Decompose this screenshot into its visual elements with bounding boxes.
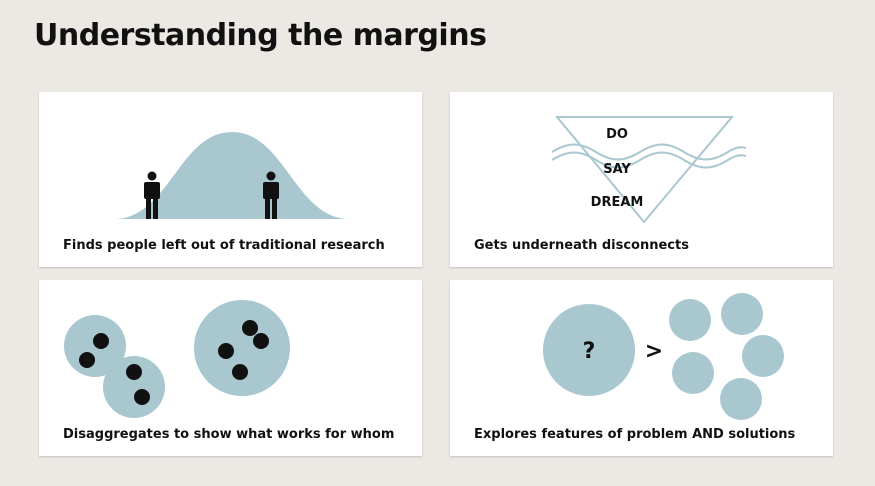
dot <box>218 343 234 359</box>
solution-circle <box>720 378 762 420</box>
inverted-triangle <box>554 116 735 224</box>
wave-line <box>551 143 747 161</box>
bell-curve-illustration <box>114 132 350 219</box>
dot <box>126 364 142 380</box>
dot <box>232 364 248 380</box>
triangle-illustration: DO SAY DREAM <box>551 116 747 224</box>
question-circle <box>543 304 635 396</box>
label-dream: DREAM <box>591 195 644 210</box>
card-caption: Disaggregates to show what works for who… <box>63 427 395 442</box>
card-caption: Gets underneath disconnects <box>474 238 689 253</box>
clusters-illustration <box>64 300 290 418</box>
dot <box>79 352 95 368</box>
wave-line <box>551 151 747 169</box>
person-icon-left <box>144 171 160 219</box>
dot <box>134 389 150 405</box>
bell-curve <box>114 132 350 219</box>
solution-circle <box>742 335 784 377</box>
dot <box>253 333 269 349</box>
cluster-circle <box>194 300 290 396</box>
card-caption: Finds people left out of traditional res… <box>63 238 385 253</box>
explore-illustration: ? > <box>543 293 784 420</box>
card-caption: Explores features of problem AND solutio… <box>474 427 796 442</box>
cluster-circle <box>103 356 165 418</box>
card-left-out: Finds people left out of traditional res… <box>39 92 422 267</box>
solution-circle <box>672 352 714 394</box>
dot <box>93 333 109 349</box>
arrow-icon: > <box>645 339 663 364</box>
label-say: SAY <box>603 162 631 177</box>
solution-circle <box>669 299 711 341</box>
dot <box>242 320 258 336</box>
question-mark: ? <box>583 339 596 364</box>
card-explores: ? > Explores features of problem AND sol… <box>450 280 833 456</box>
label-do: DO <box>606 127 628 142</box>
card-disaggregates: Disaggregates to show what works for who… <box>39 280 422 456</box>
solution-circle <box>721 293 763 335</box>
slide-title: Understanding the margins <box>34 18 487 53</box>
card-disconnects: DO SAY DREAM Gets underneath disconnects <box>450 92 833 267</box>
person-icon-right <box>263 171 279 219</box>
